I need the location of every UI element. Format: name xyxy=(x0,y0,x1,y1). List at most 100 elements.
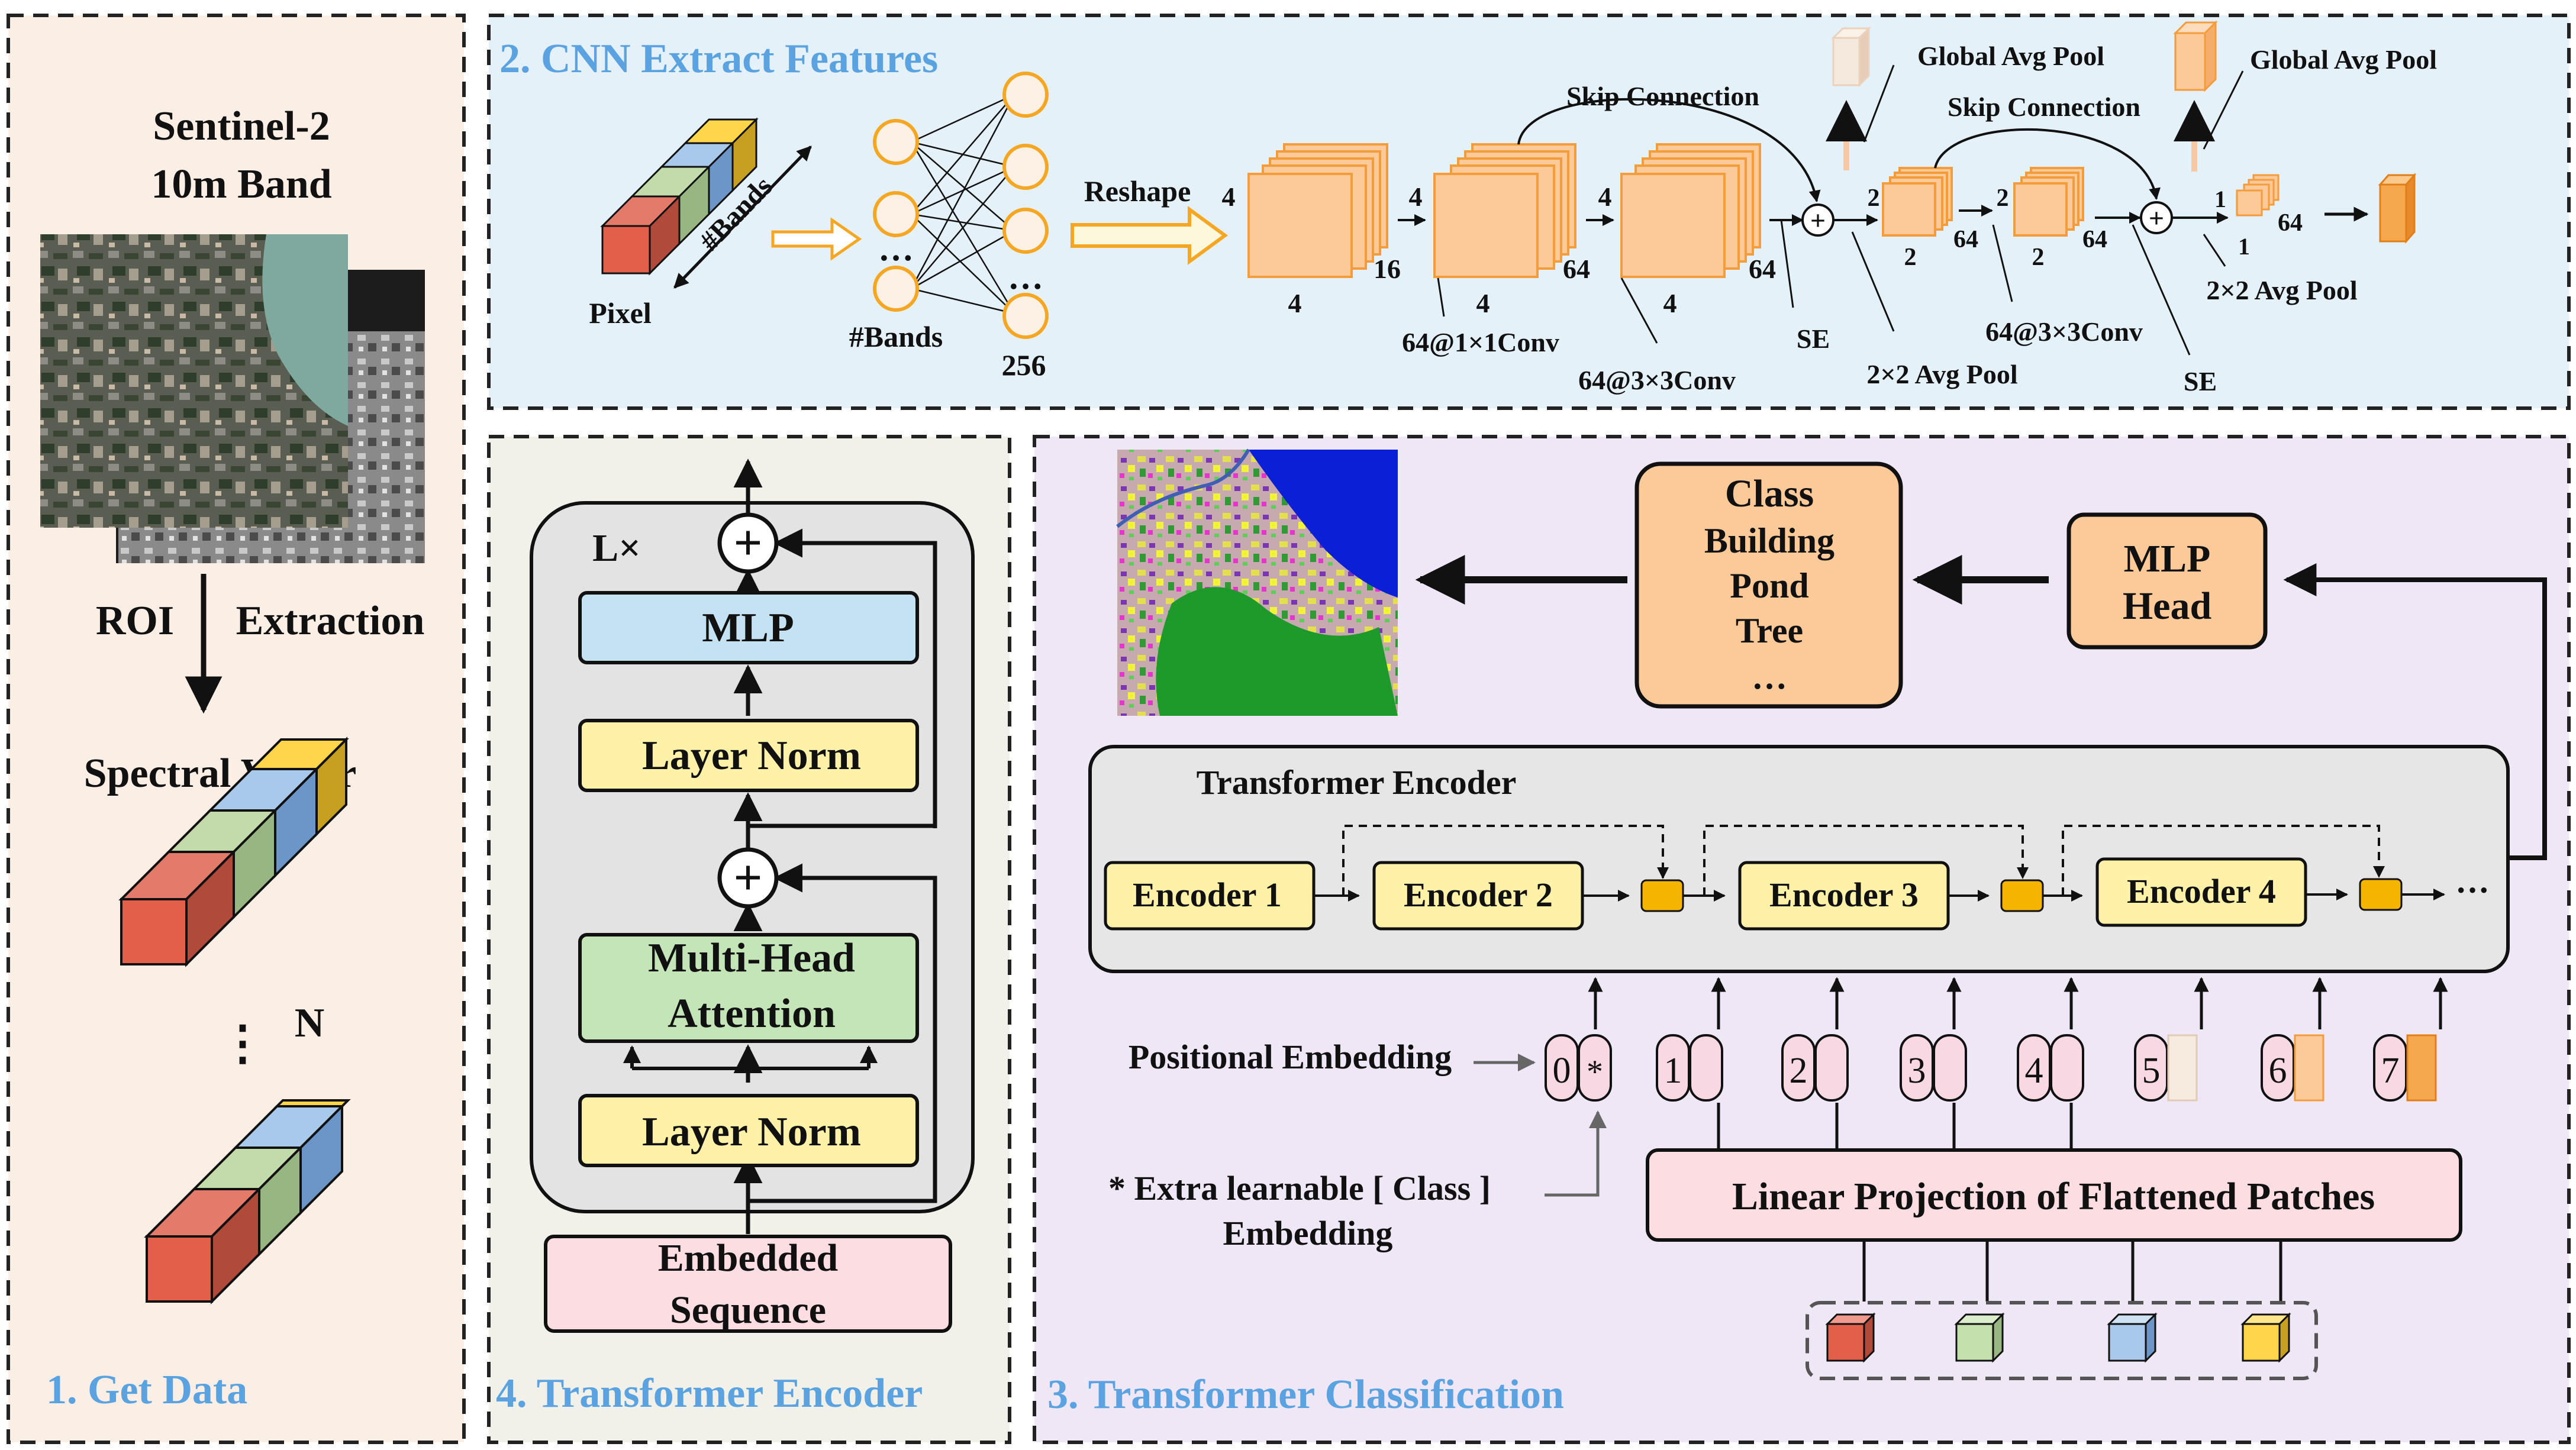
token-7-feature xyxy=(2406,1034,2437,1102)
block5-left-dim: 2 xyxy=(1997,185,2009,212)
spectral-vector-n xyxy=(144,1099,351,1304)
encoder-1-label: Encoder 1 xyxy=(1133,876,1282,914)
block1-bottom-dim: 4 xyxy=(1288,288,1302,318)
block1-left-dim: 4 xyxy=(1222,182,1236,212)
encoder-add-2 xyxy=(2000,879,2044,912)
linear-projection-label: Linear Projection of Flattened Patches xyxy=(1732,1175,2375,1218)
gap2-block xyxy=(2173,20,2218,92)
satellite-image-stack xyxy=(40,234,425,563)
encoder-add-3 xyxy=(2359,878,2403,911)
n-label: N xyxy=(295,1000,325,1046)
token-1-label: 1 xyxy=(1664,1051,1682,1091)
se1-pointer xyxy=(1780,219,1794,308)
encoder-chain-ellipsis: ··· xyxy=(2455,871,2490,909)
token-6-feature xyxy=(2294,1034,2324,1102)
linear-projection-box xyxy=(1646,1148,2462,1242)
feature-block-3 xyxy=(1620,143,1761,278)
skip-connection-1 xyxy=(1517,98,1821,202)
encoder-add-node-1 xyxy=(717,847,779,909)
residual-path-1 xyxy=(748,863,937,1203)
mlp-head-line1: MLP xyxy=(2124,537,2211,580)
patch-group xyxy=(1806,1301,2318,1380)
reshape-label: Reshape xyxy=(1084,175,1191,208)
mha-label-line2: Attention xyxy=(668,991,836,1036)
skip-connection-2-label: Skip Connection xyxy=(1948,92,2140,122)
cnn-output-vector xyxy=(2378,173,2417,244)
input-ellipsis: … xyxy=(878,229,914,268)
feature-block-4 xyxy=(1882,167,1953,237)
block5-depth-dim: 64 xyxy=(2082,226,2107,253)
encoder-3-label: Encoder 3 xyxy=(1769,876,1919,914)
block4-left-dim: 2 xyxy=(1868,185,1880,212)
se2-label: SE xyxy=(2184,366,2217,396)
block6-depth-dim: 64 xyxy=(2278,209,2303,237)
patch-green xyxy=(1954,1312,2005,1363)
encoder-skip-3 xyxy=(2062,825,2385,896)
class-line-title: Class xyxy=(1725,472,1814,515)
spectral-vector-1 xyxy=(118,737,349,967)
patch-blue xyxy=(2107,1312,2158,1363)
mlp-head-line2: Head xyxy=(2123,584,2211,628)
reshape-arrow xyxy=(1071,206,1229,265)
satellite-title-line1: Sentinel-2 xyxy=(153,104,330,149)
feature-block-6 xyxy=(2236,174,2280,217)
transformer-encoder-title: Transformer Encoder xyxy=(1197,763,1517,802)
extra-class-line1: * Extra learnable [ Class ] xyxy=(1108,1169,1491,1207)
token-5-feature xyxy=(2167,1034,2198,1102)
token-2-patch xyxy=(1814,1034,1849,1102)
block4-bottom-dim: 2 xyxy=(1904,244,1917,271)
block2-depth-dim: 64 xyxy=(1563,254,1590,284)
skip-connection-1-label: Skip Connection xyxy=(1566,81,1759,111)
bands-label: #Bands xyxy=(849,320,943,353)
encoder-add-node-2-label: + xyxy=(733,514,762,571)
token-7-pos xyxy=(2373,1034,2407,1102)
mlp-label: MLP xyxy=(702,605,794,651)
gap1-block xyxy=(1831,26,1871,88)
panel-get-data: Sentinel-2 10m Band ROI Extraction Spect… xyxy=(7,14,466,1444)
layer-norm-top-box xyxy=(578,719,919,792)
token-3-label: 3 xyxy=(1908,1051,1926,1091)
block1-depth-dim: 16 xyxy=(1374,254,1401,284)
hidden-ellipsis: … xyxy=(1008,257,1043,296)
patch-inputs xyxy=(1862,1241,2282,1302)
token-2-label: 2 xyxy=(1790,1051,1808,1091)
class-token-star: * xyxy=(1587,1054,1603,1090)
satellite-sea-area xyxy=(262,234,348,426)
token-0-label: 0 xyxy=(1553,1051,1571,1091)
hidden-node xyxy=(1002,144,1049,190)
panel-transformer-classification: Class Building Pond Tree … MLP Head Tran… xyxy=(1033,435,2571,1444)
n256-label: 256 xyxy=(1002,348,1046,382)
token-5-pos xyxy=(2134,1034,2168,1102)
se2-pointer xyxy=(2132,224,2191,356)
token-6-pos xyxy=(2261,1034,2295,1102)
token-input-arrows xyxy=(1588,977,2448,1029)
block2-bottom-dim: 4 xyxy=(1476,288,1490,318)
layer-repeat-label: L× xyxy=(592,527,641,570)
extra-class-line2: Embedding xyxy=(1223,1214,1393,1252)
token-5-label: 5 xyxy=(2142,1051,2161,1091)
token-3-patch xyxy=(1933,1034,1967,1102)
pool2-pointer xyxy=(2203,234,2226,267)
token-row: 0 * 1 2 3 4 5 6 7 xyxy=(1545,1034,2437,1102)
panel-cnn-title: 2. CNN Extract Features xyxy=(499,36,938,82)
token-4-label: 4 xyxy=(2025,1051,2043,1091)
pixel-label: Pixel xyxy=(589,296,652,330)
block5-bottom-dim: 2 xyxy=(2032,244,2045,271)
patch-red xyxy=(1825,1312,1876,1363)
pool1-pointer xyxy=(1851,231,1895,332)
class-line-tree: Tree xyxy=(1736,611,1803,650)
embedded-sequence-line2: Sequence xyxy=(670,1288,826,1332)
class-line-ellipsis: … xyxy=(1752,657,1787,696)
encoder-2-label: Encoder 2 xyxy=(1404,876,1553,914)
input-node xyxy=(873,119,919,165)
encoder-4-box xyxy=(2095,857,2307,927)
patch-yellow xyxy=(2240,1312,2291,1363)
skip-connection-2 xyxy=(1934,128,2161,200)
block3-bottom-dim: 4 xyxy=(1663,288,1677,318)
embedded-sequence-line1: Embedded xyxy=(658,1236,838,1280)
token-0-class xyxy=(1578,1034,1612,1102)
class-output-box xyxy=(1634,461,1903,709)
token-7-label: 7 xyxy=(2381,1051,2400,1091)
embedded-sequence-box xyxy=(544,1235,952,1333)
